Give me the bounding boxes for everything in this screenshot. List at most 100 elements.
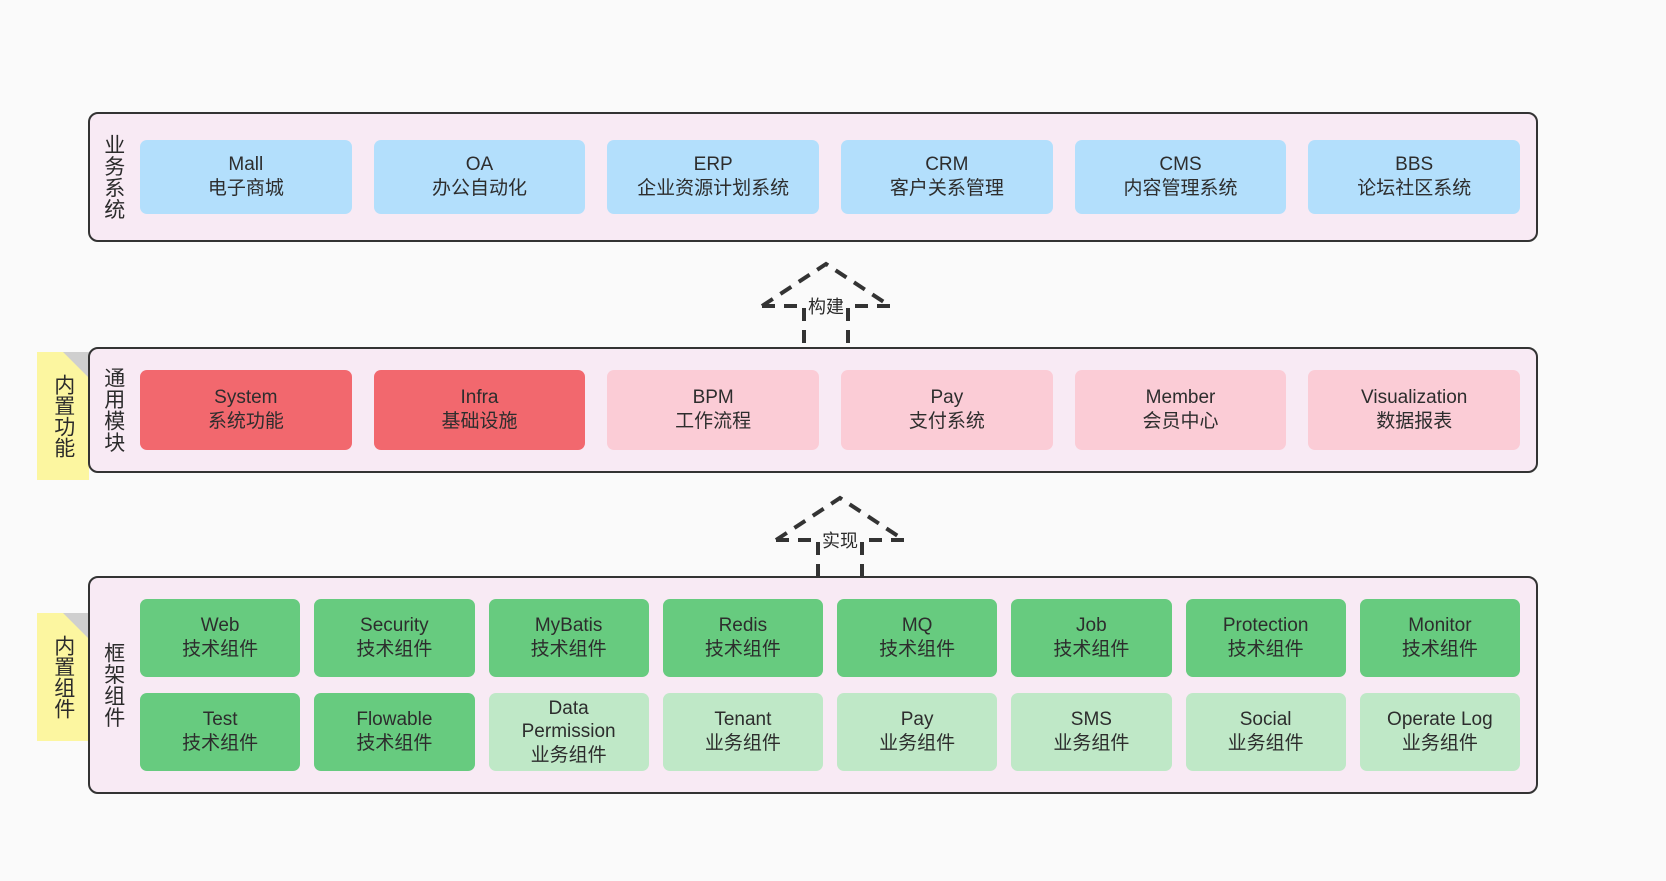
node-mall[interactable]: Mall 电子商城 bbox=[140, 140, 352, 214]
sticky-note-builtin-components: 内置组件 bbox=[37, 613, 89, 741]
node-oa-title: OA bbox=[465, 154, 494, 176]
connector-build-label: 构建 bbox=[808, 297, 844, 317]
node-web[interactable]: Web 技术组件 bbox=[140, 599, 301, 677]
node-pay-module-title: Pay bbox=[930, 387, 964, 409]
node-mall-subtitle: 电子商城 bbox=[207, 178, 284, 199]
node-crm-subtitle: 客户关系管理 bbox=[889, 178, 1004, 199]
node-sms-title: SMS bbox=[1070, 709, 1112, 731]
framework-node-row-1: Web 技术组件 Security 技术组件 MyBatis 技术组件 Redi… bbox=[140, 599, 1520, 677]
node-visualization-title: Visualization bbox=[1361, 387, 1468, 409]
node-redis[interactable]: Redis 技术组件 bbox=[662, 599, 823, 677]
node-erp-subtitle: 企业资源计划系统 bbox=[637, 178, 790, 199]
node-pay-component[interactable]: Pay 业务组件 bbox=[837, 693, 998, 771]
layer-framework-component[interactable]: 框架组件 Web 技术组件 Security 技术组件 MyBatis 技术组件… bbox=[88, 576, 1538, 794]
layer-common-module-body: System 系统功能 Infra 基础设施 BPM 工作流程 Pay 支付系统… bbox=[136, 349, 1536, 471]
node-operate-log[interactable]: Operate Log 业务组件 bbox=[1359, 693, 1520, 771]
node-test-subtitle: 技术组件 bbox=[182, 733, 259, 754]
node-crm[interactable]: CRM 客户关系管理 bbox=[841, 140, 1053, 214]
node-pay-component-subtitle: 业务组件 bbox=[879, 733, 956, 754]
node-mq-title: MQ bbox=[901, 615, 933, 637]
node-pay-module-subtitle: 支付系统 bbox=[908, 411, 985, 432]
layer-business-system[interactable]: 业务系统 Mall 电子商城 OA 办公自动化 ERP 企业资源计划系统 CRM… bbox=[88, 112, 1538, 242]
node-job[interactable]: Job 技术组件 bbox=[1011, 599, 1172, 677]
node-social-title: Social bbox=[1239, 709, 1292, 731]
node-infra-subtitle: 基础设施 bbox=[441, 411, 518, 432]
layer-business-system-body: Mall 电子商城 OA 办公自动化 ERP 企业资源计划系统 CRM 客户关系… bbox=[136, 114, 1536, 240]
node-sms-subtitle: 业务组件 bbox=[1053, 733, 1130, 754]
node-member-subtitle: 会员中心 bbox=[1142, 411, 1219, 432]
node-mybatis-subtitle: 技术组件 bbox=[530, 639, 607, 660]
node-tenant-title: Tenant bbox=[714, 709, 772, 731]
sticky-note-builtin-components-text: 内置组件 bbox=[51, 635, 75, 719]
node-data-permission[interactable]: Data Permission 业务组件 bbox=[488, 693, 649, 771]
node-pay-module[interactable]: Pay 支付系统 bbox=[841, 370, 1053, 450]
node-system[interactable]: System 系统功能 bbox=[140, 370, 352, 450]
sticky-note-builtin-features-text: 内置功能 bbox=[51, 374, 75, 458]
node-mq-subtitle: 技术组件 bbox=[879, 639, 956, 660]
node-flowable-subtitle: 技术组件 bbox=[356, 733, 433, 754]
node-data-permission-title: Data Permission bbox=[521, 697, 616, 743]
node-monitor[interactable]: Monitor 技术组件 bbox=[1359, 599, 1520, 677]
node-job-subtitle: 技术组件 bbox=[1053, 639, 1130, 660]
node-social-subtitle: 业务组件 bbox=[1227, 733, 1304, 754]
layer-common-module[interactable]: 通用模块 System 系统功能 Infra 基础设施 BPM 工作流程 Pay… bbox=[88, 347, 1538, 473]
layer-common-module-label: 通用模块 bbox=[101, 367, 125, 453]
connector-implement: 实现 bbox=[766, 492, 926, 586]
node-pay-component-title: Pay bbox=[900, 709, 934, 731]
node-mq[interactable]: MQ 技术组件 bbox=[837, 599, 998, 677]
framework-node-row-2: Test 技术组件 Flowable 技术组件 Data Permission … bbox=[140, 693, 1520, 771]
node-oa-subtitle: 办公自动化 bbox=[432, 178, 528, 199]
node-bpm-subtitle: 工作流程 bbox=[675, 411, 752, 432]
node-bpm-title: BPM bbox=[692, 387, 734, 409]
node-infra[interactable]: Infra 基础设施 bbox=[373, 370, 586, 450]
sticky-fold-corner-icon-2 bbox=[63, 613, 89, 639]
node-social[interactable]: Social 业务组件 bbox=[1185, 693, 1346, 771]
node-protection[interactable]: Protection 技术组件 bbox=[1185, 599, 1346, 677]
node-cms[interactable]: CMS 内容管理系统 bbox=[1074, 140, 1287, 214]
node-security-title: Security bbox=[360, 615, 429, 637]
node-erp-title: ERP bbox=[693, 154, 733, 176]
node-web-title: Web bbox=[200, 615, 240, 637]
node-tenant-subtitle: 业务组件 bbox=[704, 733, 781, 754]
node-member[interactable]: Member 会员中心 bbox=[1074, 370, 1287, 450]
node-web-subtitle: 技术组件 bbox=[182, 639, 259, 660]
node-sms[interactable]: SMS 业务组件 bbox=[1011, 693, 1172, 771]
node-flowable-title: Flowable bbox=[356, 709, 433, 731]
node-job-title: Job bbox=[1076, 615, 1107, 637]
node-operate-log-subtitle: 业务组件 bbox=[1401, 733, 1478, 754]
node-oa[interactable]: OA 办公自动化 bbox=[373, 140, 586, 214]
node-monitor-title: Monitor bbox=[1408, 615, 1472, 637]
node-redis-subtitle: 技术组件 bbox=[704, 639, 781, 660]
node-operate-log-title: Operate Log bbox=[1387, 709, 1493, 731]
layer-business-system-label: 业务系统 bbox=[101, 134, 125, 220]
node-bpm[interactable]: BPM 工作流程 bbox=[607, 370, 820, 450]
common-node-row: System 系统功能 Infra 基础设施 BPM 工作流程 Pay 支付系统… bbox=[140, 370, 1521, 450]
node-flowable[interactable]: Flowable 技术组件 bbox=[314, 693, 475, 771]
node-security-subtitle: 技术组件 bbox=[356, 639, 433, 660]
node-cms-title: CMS bbox=[1159, 154, 1202, 176]
node-bbs-subtitle: 论坛社区系统 bbox=[1357, 178, 1472, 199]
business-node-row: Mall 电子商城 OA 办公自动化 ERP 企业资源计划系统 CRM 客户关系… bbox=[140, 140, 1521, 214]
node-bbs-title: BBS bbox=[1395, 154, 1434, 176]
node-protection-title: Protection bbox=[1222, 615, 1309, 637]
node-bbs[interactable]: BBS 论坛社区系统 bbox=[1308, 140, 1521, 214]
node-mybatis[interactable]: MyBatis 技术组件 bbox=[488, 599, 649, 677]
layer-framework-component-body: Web 技术组件 Security 技术组件 MyBatis 技术组件 Redi… bbox=[136, 578, 1536, 792]
connector-implement-label: 实现 bbox=[822, 531, 858, 551]
node-visualization-subtitle: 数据报表 bbox=[1376, 411, 1453, 432]
node-test-title: Test bbox=[202, 709, 238, 731]
node-mybatis-title: MyBatis bbox=[534, 615, 603, 637]
sticky-note-builtin-features: 内置功能 bbox=[37, 352, 89, 480]
node-erp[interactable]: ERP 企业资源计划系统 bbox=[607, 140, 820, 214]
node-mall-title: Mall bbox=[228, 154, 264, 176]
node-protection-subtitle: 技术组件 bbox=[1227, 639, 1304, 660]
node-system-subtitle: 系统功能 bbox=[207, 411, 284, 432]
node-security[interactable]: Security 技术组件 bbox=[314, 599, 475, 677]
node-tenant[interactable]: Tenant 业务组件 bbox=[662, 693, 823, 771]
node-monitor-subtitle: 技术组件 bbox=[1401, 639, 1478, 660]
node-test[interactable]: Test 技术组件 bbox=[140, 693, 301, 771]
node-visualization[interactable]: Visualization 数据报表 bbox=[1308, 370, 1521, 450]
node-infra-title: Infra bbox=[460, 387, 499, 409]
node-system-title: System bbox=[214, 387, 278, 409]
